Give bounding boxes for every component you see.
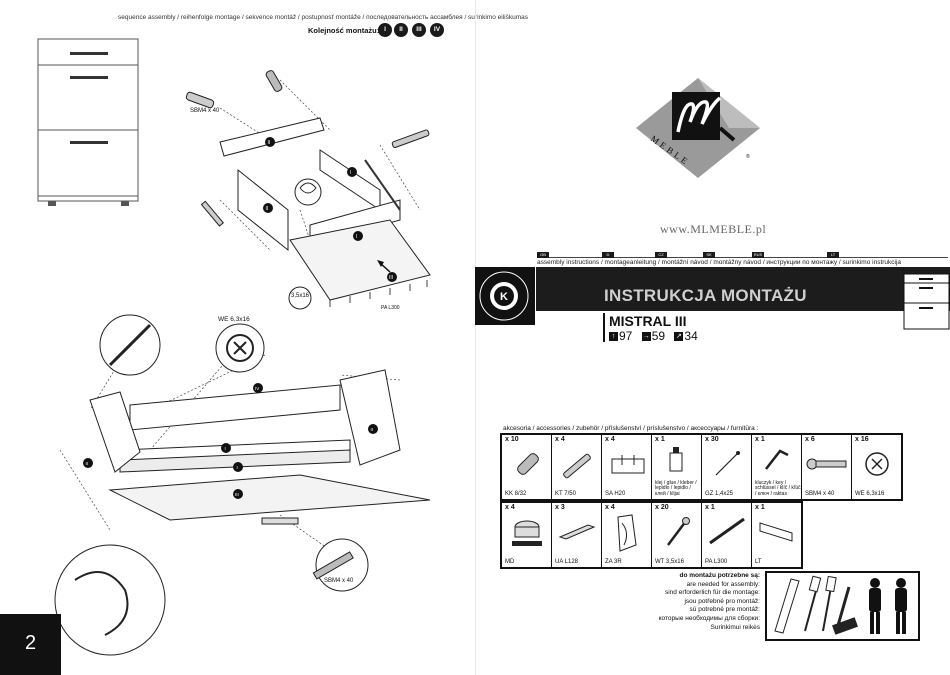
svg-text:IV: IV	[255, 386, 259, 391]
cam-lock-icon	[512, 520, 542, 546]
tools-box	[765, 571, 920, 641]
ruler-icon	[774, 578, 800, 634]
allen-key-icon	[765, 449, 789, 470]
strip-icon	[759, 522, 793, 542]
height-value: 97	[619, 329, 633, 343]
assembly-instructions-languages: assembly instructions / montageanleitung…	[537, 259, 902, 266]
lang-tab-lt: LT	[827, 252, 839, 258]
svg-text:I: I	[237, 465, 238, 470]
svg-text:II: II	[86, 461, 89, 466]
title-accent-bar	[603, 313, 605, 342]
product-dimensions: ↑97 →59 ↗34	[609, 329, 704, 343]
accessory-ua: x 3 UA L128	[551, 501, 602, 569]
svg-text:II: II	[371, 427, 374, 432]
lang-tab-rus: RUS	[752, 252, 764, 258]
confirmat-screw-icon	[563, 453, 591, 479]
cabinet-thumbnail	[37, 38, 139, 206]
page-number: 2	[0, 614, 61, 675]
svg-text:K: K	[500, 291, 508, 303]
language-bar: GB D CZ SK RUS LT	[537, 252, 948, 258]
lang-tab-sk: SK	[703, 252, 715, 258]
accessories-header: akcesoria / accessories / zubehör / přís…	[503, 425, 759, 432]
accessory-we: x 16 WE 6,3x16	[851, 433, 903, 501]
drawer-assembly-diagram: II II I I III	[185, 70, 431, 310]
accessory-lt: x 1 LT	[751, 501, 803, 569]
quality-badge: K	[475, 267, 535, 325]
accessory-kt: x 4 KT 7/50	[551, 433, 602, 501]
svg-text:III: III	[389, 275, 393, 281]
accessory-sa: x 4 SA H20	[601, 433, 652, 501]
accessory-wt: x 20 WT 3,5x16	[651, 501, 702, 569]
assembly-order-label: Kolejność montażu:	[308, 26, 380, 35]
accessory-kk: x 10 KK 8/32	[500, 433, 552, 501]
svg-text:I: I	[225, 446, 226, 451]
accessories-table-row2: x 4 MD x 3 UA L128 x 4 ZA 3R x 20 WT 3,5…	[500, 501, 803, 569]
sbm-label-top: SBM4 x 40	[190, 108, 220, 114]
depth-icon: ↗	[674, 332, 684, 342]
accessory-md: x 4 MD	[500, 501, 552, 569]
handle-icon	[558, 524, 596, 540]
screw-head-icon	[865, 452, 889, 476]
cabinet-small-icon	[903, 273, 950, 330]
screwdriver-icon-2	[822, 575, 837, 632]
website-url: www.MLMEBLE.pl	[660, 222, 767, 236]
lang-tab-gb: GB	[537, 252, 549, 258]
sequence-assembly-text: sequence assembly / reihenfolge montage …	[118, 14, 529, 21]
svg-text:III: III	[235, 492, 239, 497]
lang-tab-cz: CZ	[655, 252, 667, 258]
nail-icon	[715, 451, 740, 476]
flap-mechanism-icon	[617, 514, 637, 552]
page-divider	[475, 0, 476, 675]
svg-text:II: II	[268, 140, 271, 146]
accessory-glue: x 1 klej / glue / kleber / lepidlo / lep…	[651, 433, 702, 501]
hinge-plate-icon	[611, 455, 645, 474]
person-icon	[869, 578, 907, 634]
accessory-sbm: x 6 SBM4 x 40	[801, 433, 852, 501]
step-badge-iv: IV	[430, 23, 444, 37]
accessory-gz: x 30 GZ 1,4x25	[701, 433, 752, 501]
screwdriver-icon	[804, 575, 822, 632]
accessory-za: x 4 ZA 3R	[601, 501, 652, 569]
width-icon: →	[641, 332, 651, 342]
svg-text:I: I	[356, 234, 357, 240]
step-badge-ii: II	[394, 23, 408, 37]
we-screw-label: WE 6,3x16	[218, 316, 250, 323]
ml-meble-logo: MEBLE ®	[636, 78, 760, 178]
flap-assembly-diagram: IV I I III II II	[54, 314, 431, 656]
accessory-pa: x 1 PA L300	[701, 501, 752, 569]
tools-needed-text: do montażu potrzebne są: are needed for …	[658, 572, 760, 631]
product-name: MISTRAL III	[609, 313, 687, 329]
step-badge-i: I	[378, 23, 392, 37]
rail-icon	[709, 517, 745, 545]
hammer-icon	[832, 586, 858, 635]
sbm-label-bottom: SBM4 x 40	[324, 578, 354, 584]
screw-size-label: 3,5x16	[291, 293, 310, 299]
title-banner: INSTRUKCJA MONTAŻU	[536, 267, 950, 311]
svg-text:®: ®	[746, 153, 750, 160]
pa-rail-label: PA L300	[381, 305, 400, 311]
height-icon: ↑	[609, 332, 618, 342]
lang-tab-d: D	[602, 252, 614, 258]
svg-text:II: II	[266, 206, 269, 212]
dowel-icon	[517, 453, 539, 475]
svg-text:I: I	[350, 170, 351, 176]
accessories-table-row1: x 10 KK 8/32 x 4 KT 7/50 x 4 SA H20 x 1 …	[500, 433, 903, 501]
depth-value: 34	[684, 329, 698, 343]
glue-tube-icon	[669, 447, 683, 472]
step-badge-iii: III	[412, 23, 426, 37]
width-value: 59	[651, 329, 666, 343]
banner-title: INSTRUKCJA MONTAŻU	[604, 286, 807, 305]
wood-screw-icon	[667, 517, 690, 546]
accessory-key: x 1 kluczyk / key / schlüssel / klíč / k…	[751, 433, 802, 501]
bolt-icon	[806, 458, 847, 470]
